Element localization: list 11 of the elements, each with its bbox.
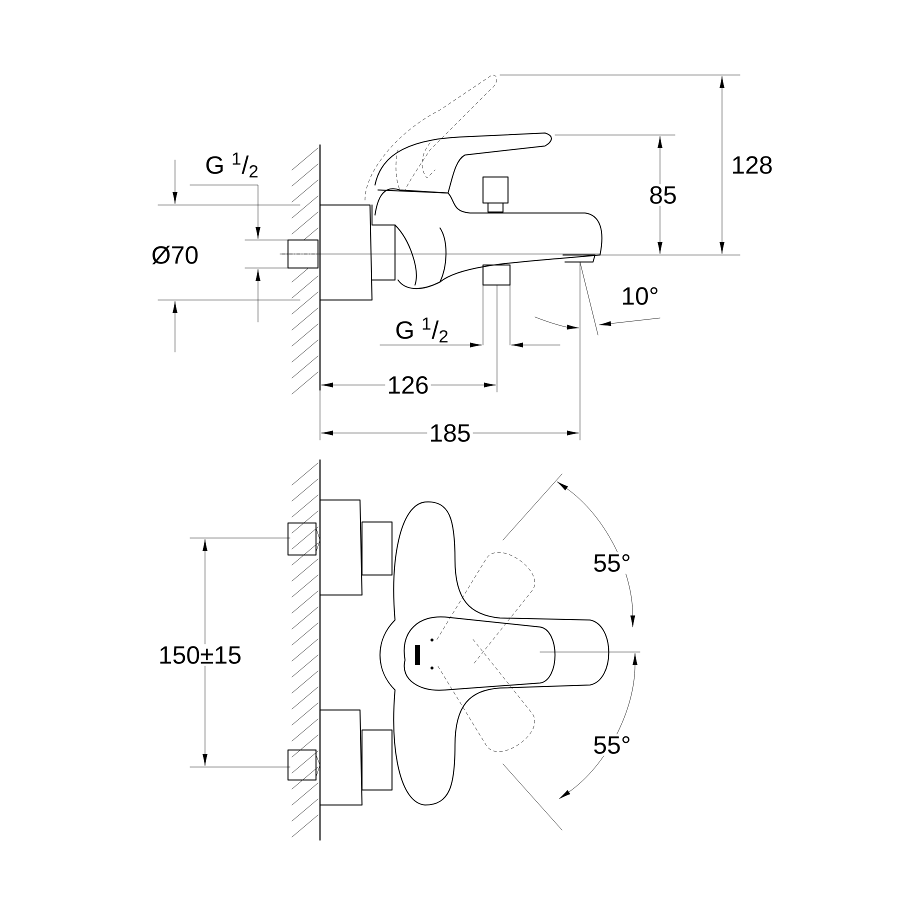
dimension-label: 128: [729, 154, 775, 176]
dimension-label: G $^{1}$/$_{2}$: [393, 316, 451, 344]
dimension-label: G $^{1}$/$_{2}$: [203, 150, 261, 180]
dimension-label: 55°: [591, 734, 633, 756]
dimension-label: 126: [385, 374, 431, 396]
dimension-label: Ø70: [149, 244, 201, 266]
dimension-label: 150±15: [156, 644, 244, 666]
dimension-label: 185: [427, 422, 473, 444]
dimension-label: 85: [647, 184, 679, 206]
dimension-label: 10°: [619, 285, 661, 307]
dimension-label: 55°: [591, 552, 633, 574]
